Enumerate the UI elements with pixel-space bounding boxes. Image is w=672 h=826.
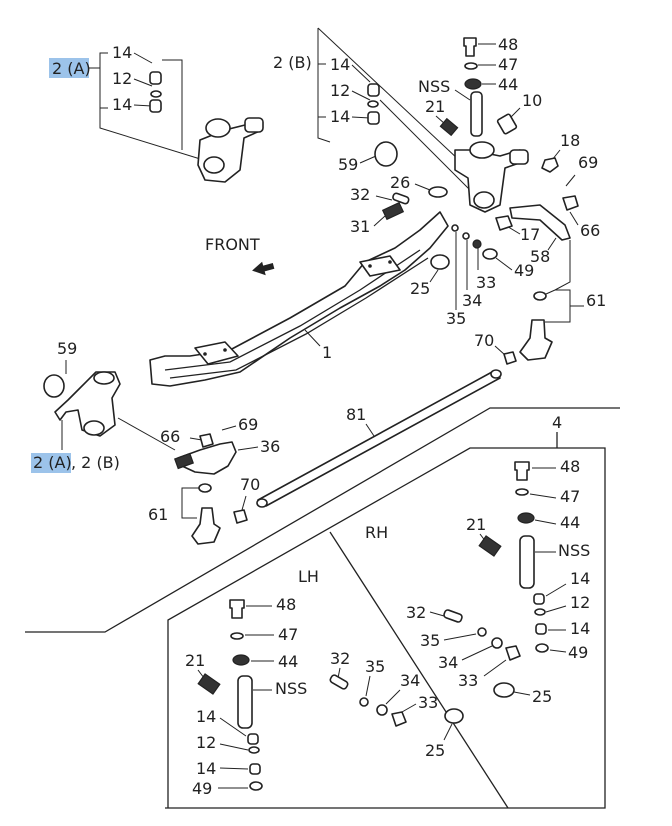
label-49: 49 [192,779,212,798]
knuckle-a-group: 2 (A) 14 12 14 [49,43,264,183]
label-34: 34 [400,671,420,690]
knuckle-b-body [454,149,529,213]
label-2b-bottom: , 2 (B) [71,453,120,472]
bushing-59 [374,141,398,167]
label-nss: NSS [418,77,450,96]
label-12: 12 [112,69,132,88]
label-33: 33 [458,671,478,690]
label-61: 61 [148,505,168,524]
label-36: 36 [260,437,280,456]
label-14: 14 [330,55,350,74]
label-44: 44 [278,652,298,671]
label-35: 35 [365,657,385,676]
label-44: 44 [498,75,518,94]
label-14: 14 [112,43,132,62]
label-1: 1 [322,343,332,362]
arm-58 [509,204,571,241]
label-48: 48 [498,35,518,54]
label-47: 47 [560,487,580,506]
label-2a-bottom[interactable]: 2 (A) [33,453,72,472]
front-label: FRONT [205,235,260,254]
label-10: 10 [522,91,542,110]
label-4: 4 [552,413,562,432]
label-17: 17 [520,225,540,244]
label-59: 59 [57,339,77,358]
axle-beam [149,211,449,387]
knuckle-left-group: 59 2 (A) , 2 (B) 66 69 36 61 70 [31,339,280,545]
label-12: 12 [570,593,590,612]
label-nss: NSS [558,541,590,560]
label-61: 61 [586,291,606,310]
label-69: 69 [578,153,598,172]
label-32: 32 [330,649,350,668]
label-70: 70 [474,331,494,350]
tie-rod-end-right: 61 70 [474,240,606,365]
label-58: 58 [530,247,550,266]
label-35: 35 [420,631,440,650]
label-44: 44 [560,513,580,532]
label-47: 47 [278,625,298,644]
label-rh: RH [365,523,388,542]
label-26: 26 [390,173,410,192]
label-48: 48 [560,457,580,476]
label-18: 18 [560,131,580,150]
label-66: 66 [160,427,180,446]
lh-kit: 48 47 44 NSS 21 14 12 14 49 32 35 34 [185,595,464,798]
label-2b: 2 (B) [273,53,312,72]
label-33: 33 [476,273,496,292]
label-14: 14 [112,95,132,114]
rh-kit: 48 47 44 NSS 21 14 12 14 49 32 35 34 [406,457,590,706]
tie-rod-81: 81 [256,369,502,508]
kit-frame: 4 RH LH [25,407,620,809]
label-49: 49 [514,261,534,280]
label-lh: LH [298,567,319,586]
label-48: 48 [276,595,296,614]
label-69: 69 [238,415,258,434]
label-47: 47 [498,55,518,74]
label-14: 14 [330,107,350,126]
label-70: 70 [240,475,260,494]
bushing-59-left [43,374,65,398]
center-assembly: 59 26 32 31 1 25 33 34 35 [149,141,496,387]
label-14: 14 [570,619,590,638]
king-pin [470,91,483,137]
label-32: 32 [406,603,426,622]
label-81: 81 [346,405,366,424]
label-49: 49 [568,643,588,662]
king-pin-lh [237,675,253,729]
label-21: 21 [185,651,205,670]
label-14: 14 [196,759,216,778]
label-31: 31 [350,217,370,236]
label-34: 34 [438,653,458,672]
front-indicator: FRONT [205,235,275,276]
bolt-48 [463,37,477,57]
label-25: 25 [410,279,430,298]
label-59: 59 [338,155,358,174]
label-12: 12 [330,81,350,100]
label-12: 12 [196,733,216,752]
label-35: 35 [446,309,466,328]
arm-36 [177,441,237,475]
front-arrow-icon [252,261,275,276]
knuckle-b-group: 2 (B) 14 12 14 48 47 44 NSS 21 10 [273,27,600,280]
label-nss: NSS [275,679,307,698]
tie-rod-end-61-right [519,319,553,361]
label-33: 33 [418,693,438,712]
label-66: 66 [580,221,600,240]
label-2a-top[interactable]: 2 (A) [52,59,91,78]
king-pin-rh [519,535,535,589]
label-34: 34 [462,291,482,310]
label-14: 14 [570,569,590,588]
highlight-2a-bottom [31,453,71,473]
highlight-2a-top [49,58,89,78]
tie-rod-end-61-left [191,507,221,545]
label-25: 25 [425,741,445,760]
label-21: 21 [466,515,486,534]
label-32: 32 [350,185,370,204]
label-14: 14 [196,707,216,726]
label-21: 21 [425,97,445,116]
label-25: 25 [532,687,552,706]
